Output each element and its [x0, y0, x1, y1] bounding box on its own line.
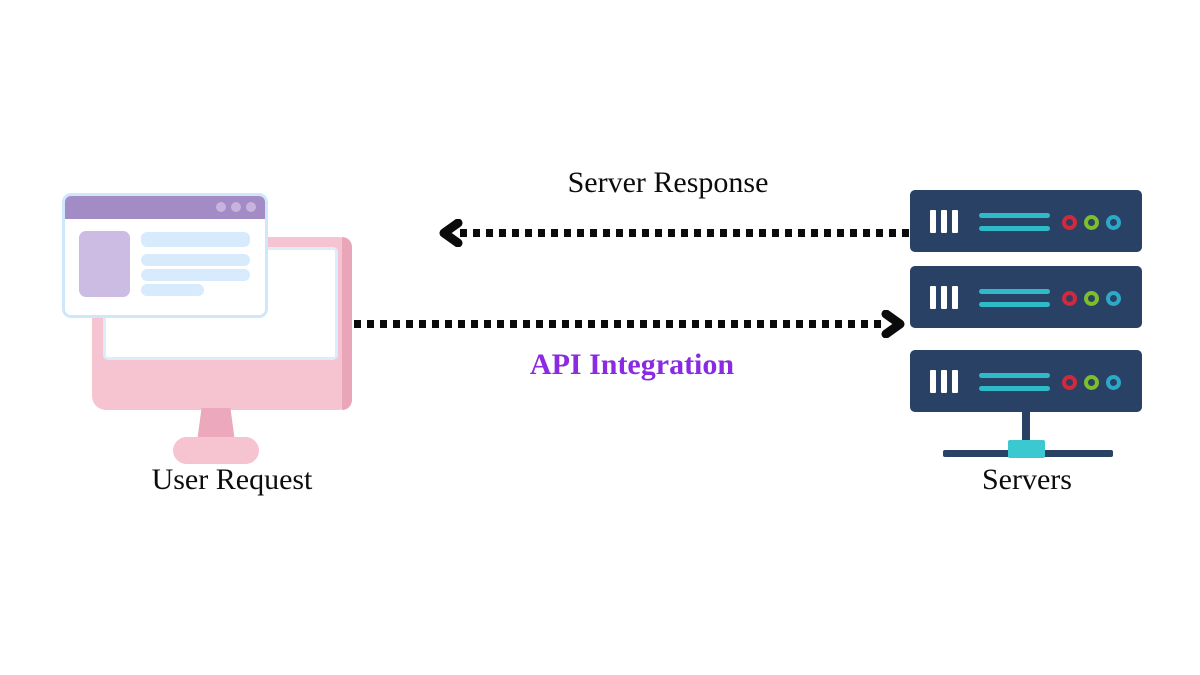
server-vents-icon [930, 286, 958, 309]
server-led-lights [1062, 215, 1121, 230]
server-response-arrow-left-icon [439, 219, 912, 247]
page-text-line [141, 232, 250, 247]
server-unit [910, 190, 1142, 252]
led-green-icon [1084, 215, 1099, 230]
monitor-side-shadow [342, 237, 352, 410]
server-drive-bar [979, 373, 1050, 378]
server-response-label: Server Response [567, 166, 769, 199]
api-request-arrow-right-icon [354, 310, 905, 338]
network-hub [1008, 440, 1045, 458]
led-cyan-icon [1106, 215, 1121, 230]
page-text-line [141, 284, 204, 296]
server-unit [910, 350, 1142, 412]
server-drive-bar [979, 226, 1050, 231]
server-led-lights [1062, 375, 1121, 390]
window-control-dots-icon [216, 202, 256, 212]
user-request-label: User Request [151, 463, 313, 496]
servers-label: Servers [982, 463, 1072, 496]
server-drive-bar [979, 386, 1050, 391]
server-unit [910, 266, 1142, 328]
network-connector-line [1022, 412, 1030, 444]
browser-title-bar [65, 196, 265, 219]
page-image-placeholder [79, 231, 130, 297]
led-red-icon [1062, 291, 1077, 306]
led-green-icon [1084, 375, 1099, 390]
page-text-line [141, 269, 250, 281]
led-green-icon [1084, 291, 1099, 306]
api-integration-label: API Integration [529, 348, 735, 381]
server-drive-bar [979, 289, 1050, 294]
led-red-icon [1062, 215, 1077, 230]
led-red-icon [1062, 375, 1077, 390]
server-drive-bar [979, 213, 1050, 218]
led-cyan-icon [1106, 375, 1121, 390]
page-text-line [141, 254, 250, 266]
monitor-stand-neck [197, 408, 235, 442]
server-led-lights [1062, 291, 1121, 306]
server-vents-icon [930, 210, 958, 233]
server-drive-bar [979, 302, 1050, 307]
monitor-stand-base [173, 437, 259, 464]
led-cyan-icon [1106, 291, 1121, 306]
browser-window [62, 193, 268, 318]
server-vents-icon [930, 370, 958, 393]
